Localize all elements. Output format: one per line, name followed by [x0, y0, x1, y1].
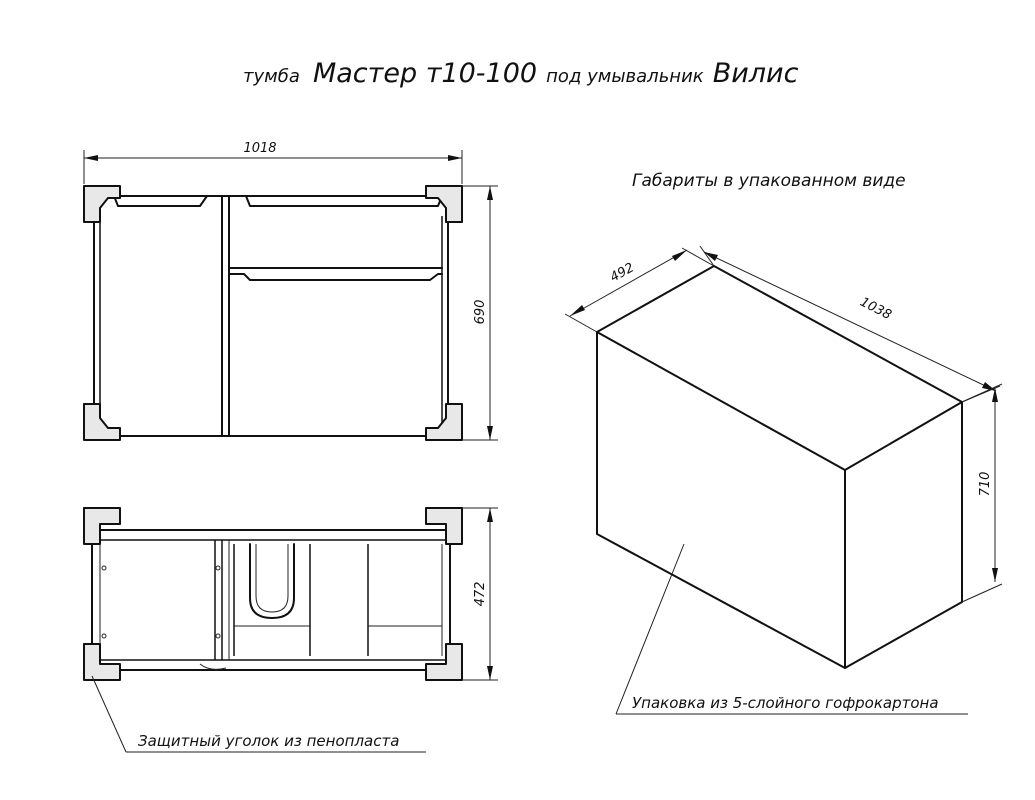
top-corner-bottom-left: [83, 643, 121, 681]
front-corner-top-left: [83, 185, 121, 223]
title-part-3: под умывальник: [546, 66, 704, 87]
package-material-text: Упаковка из 5-слойного гофрокартона: [632, 694, 939, 712]
package-height-value: 710: [978, 472, 993, 497]
front-corner-bottom-left: [83, 403, 121, 441]
package-length-value: 1038: [857, 295, 893, 323]
top-view: 472: [83, 507, 498, 753]
package-height-dimension: 710: [961, 383, 1003, 603]
title-part-1: тумба: [243, 66, 300, 87]
top-depth-dimension: 472: [462, 507, 498, 681]
package-heading: Габариты в упакованном виде: [632, 171, 906, 191]
front-height-dimension: 690: [462, 185, 498, 441]
top-corner-top-left: [83, 507, 121, 545]
top-cabinet-body: [91, 529, 451, 671]
drawing-title: тумба Мастер т10-100 под умывальник Вили…: [243, 58, 799, 89]
front-width-dimension: 1018: [83, 141, 463, 184]
package-depth-dimension: 492: [564, 247, 715, 333]
corner-label-leader: Защитный уголок из пенопласта: [91, 675, 426, 753]
title-part-2: Мастер т10-100: [313, 58, 537, 89]
package-box: [596, 265, 963, 669]
package-view: Габариты в упакованном виде 492 1038: [564, 171, 1003, 715]
corner-label-text: Защитный уголок из пенопласта: [138, 732, 399, 750]
front-corner-bottom-right: [425, 403, 463, 441]
package-length-dimension: 1038: [699, 245, 1001, 403]
front-width-value: 1018: [243, 141, 276, 156]
front-cabinet-body: [93, 195, 449, 437]
title-part-4: Вилис: [713, 58, 799, 89]
top-corner-top-right: [425, 507, 463, 545]
package-depth-value: 492: [608, 260, 637, 285]
front-corner-top-right: [425, 185, 463, 223]
top-depth-value: 472: [473, 582, 488, 607]
top-corner-bottom-right: [425, 643, 463, 681]
package-material-leader: Упаковка из 5-слойного гофрокартона: [615, 543, 968, 715]
front-height-value: 690: [473, 300, 488, 325]
front-view: 1018 690: [83, 141, 498, 441]
